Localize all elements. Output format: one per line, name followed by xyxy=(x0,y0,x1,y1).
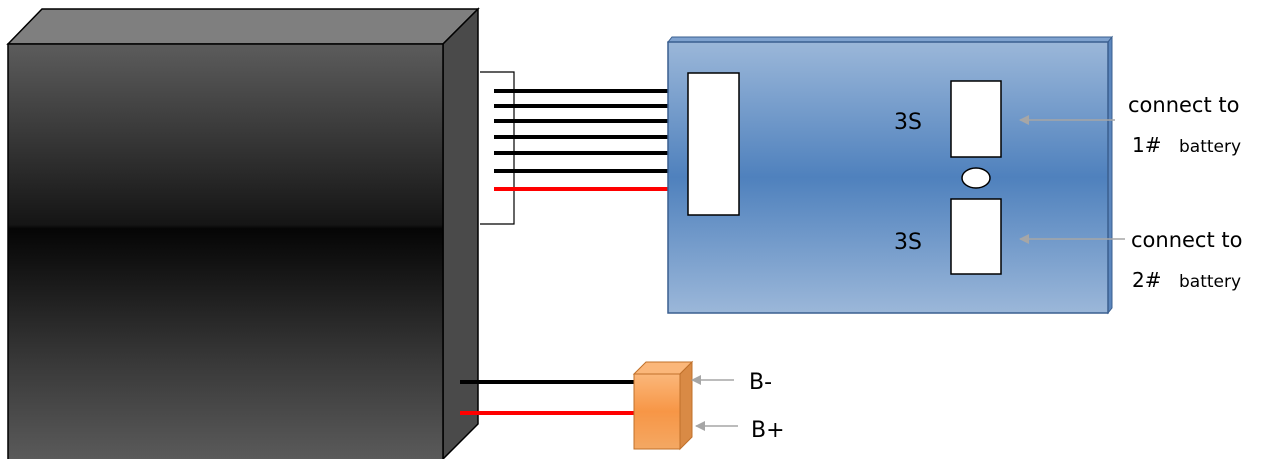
connect-1-suffix: battery xyxy=(1179,137,1241,157)
slot-bottom xyxy=(950,198,1002,275)
center-hole xyxy=(961,167,991,189)
slot-bottom-label: 3S xyxy=(894,230,922,255)
connector-side xyxy=(679,360,693,451)
slot-top-label: 3S xyxy=(894,110,922,135)
bms-board: 3S 3S xyxy=(666,35,1114,315)
board-input-connector xyxy=(687,72,740,216)
connect-1-line1: connect to xyxy=(1128,93,1239,117)
battery-side-face xyxy=(442,7,479,459)
connect-1-prefix: 1# xyxy=(1132,133,1161,157)
balance-wires xyxy=(494,89,688,191)
output-connector xyxy=(632,360,694,451)
connect-2-suffix: battery xyxy=(1179,272,1241,292)
battery-top-face xyxy=(6,8,480,45)
connect-2-prefix: 2# xyxy=(1132,268,1161,292)
battery-front-face xyxy=(7,43,444,459)
connector-front xyxy=(633,373,681,450)
b-plus-label: B+ xyxy=(751,418,785,443)
b-minus-label: B- xyxy=(749,370,772,395)
board-face xyxy=(667,41,1109,314)
connect-2-line1: connect to xyxy=(1131,228,1242,252)
battery-pack xyxy=(6,7,480,459)
slot-top xyxy=(950,80,1002,158)
balance-wire-bracket xyxy=(480,71,515,225)
